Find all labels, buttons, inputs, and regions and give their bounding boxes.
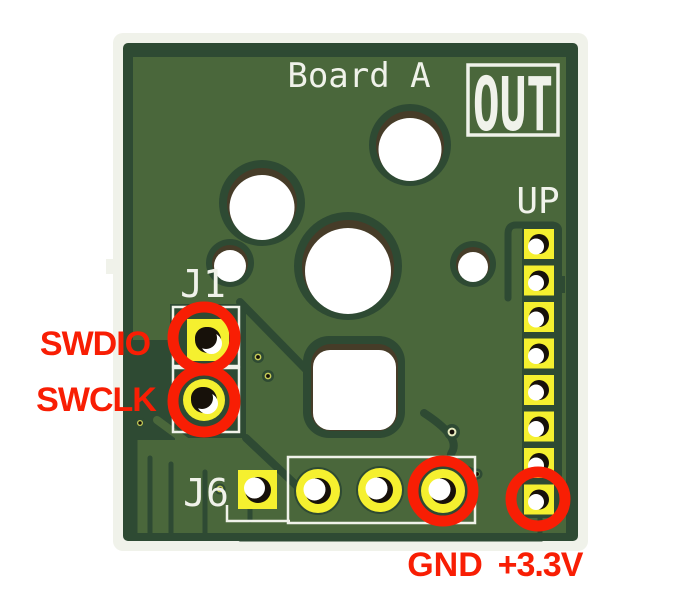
annotations: SWDIO SWCLK GND +3.3V: [36, 301, 585, 584]
swclk-label: SWCLK: [36, 381, 157, 419]
via: [252, 351, 264, 363]
mounting-hole: [450, 241, 496, 287]
mounting-holes: [206, 104, 496, 438]
mounting-hole: [294, 212, 402, 320]
swclk-callout-circle: [167, 364, 241, 438]
up-pad-2: [524, 265, 554, 296]
mounting-hole: [206, 239, 254, 287]
swdio-label: SWDIO: [40, 325, 151, 363]
up-pad-3: [524, 302, 554, 332]
out-marker-label: OUT: [473, 62, 553, 148]
up-pad-6: [524, 411, 554, 442]
v33-callout-circle: [505, 466, 571, 532]
mounting-hole: [219, 160, 305, 246]
j6-connector: [225, 455, 477, 525]
via: [262, 370, 274, 382]
j6-label: J6: [183, 471, 229, 515]
up-marker-label: UP: [516, 181, 559, 222]
out-marker-box: [466, 63, 560, 137]
up-header: [524, 229, 554, 515]
board-title: Board A: [287, 56, 430, 96]
v33-label: +3.3V: [498, 546, 584, 584]
j6-pad-3: [356, 466, 404, 514]
up-pad-5: [524, 375, 554, 405]
via: [214, 483, 226, 495]
via: [444, 424, 460, 440]
silkscreen-text: Board A OUT UP J1 J6: [180, 56, 560, 515]
board-edge-notch: [106, 259, 123, 274]
up-pad-1: [524, 229, 554, 259]
up-pad-4: [524, 338, 554, 369]
j6-silk-corner: [225, 505, 290, 523]
mounting-hole: [369, 104, 451, 186]
j1-label: J1: [180, 262, 226, 306]
up-pad-v33: [524, 484, 554, 515]
j6-pad-gnd: [414, 462, 472, 520]
j6-pad-2: [294, 467, 342, 515]
j1-connector: [171, 305, 241, 434]
j6-pad-1: [238, 470, 277, 509]
gnd-label: GND: [407, 546, 483, 584]
j1-pad-swdio: [187, 319, 229, 361]
square-cutout-hole: [303, 336, 405, 438]
j1-pad-swclk: [183, 379, 225, 421]
gnd-callout-circle: [407, 455, 479, 527]
vias: [134, 351, 483, 495]
via: [134, 417, 146, 429]
